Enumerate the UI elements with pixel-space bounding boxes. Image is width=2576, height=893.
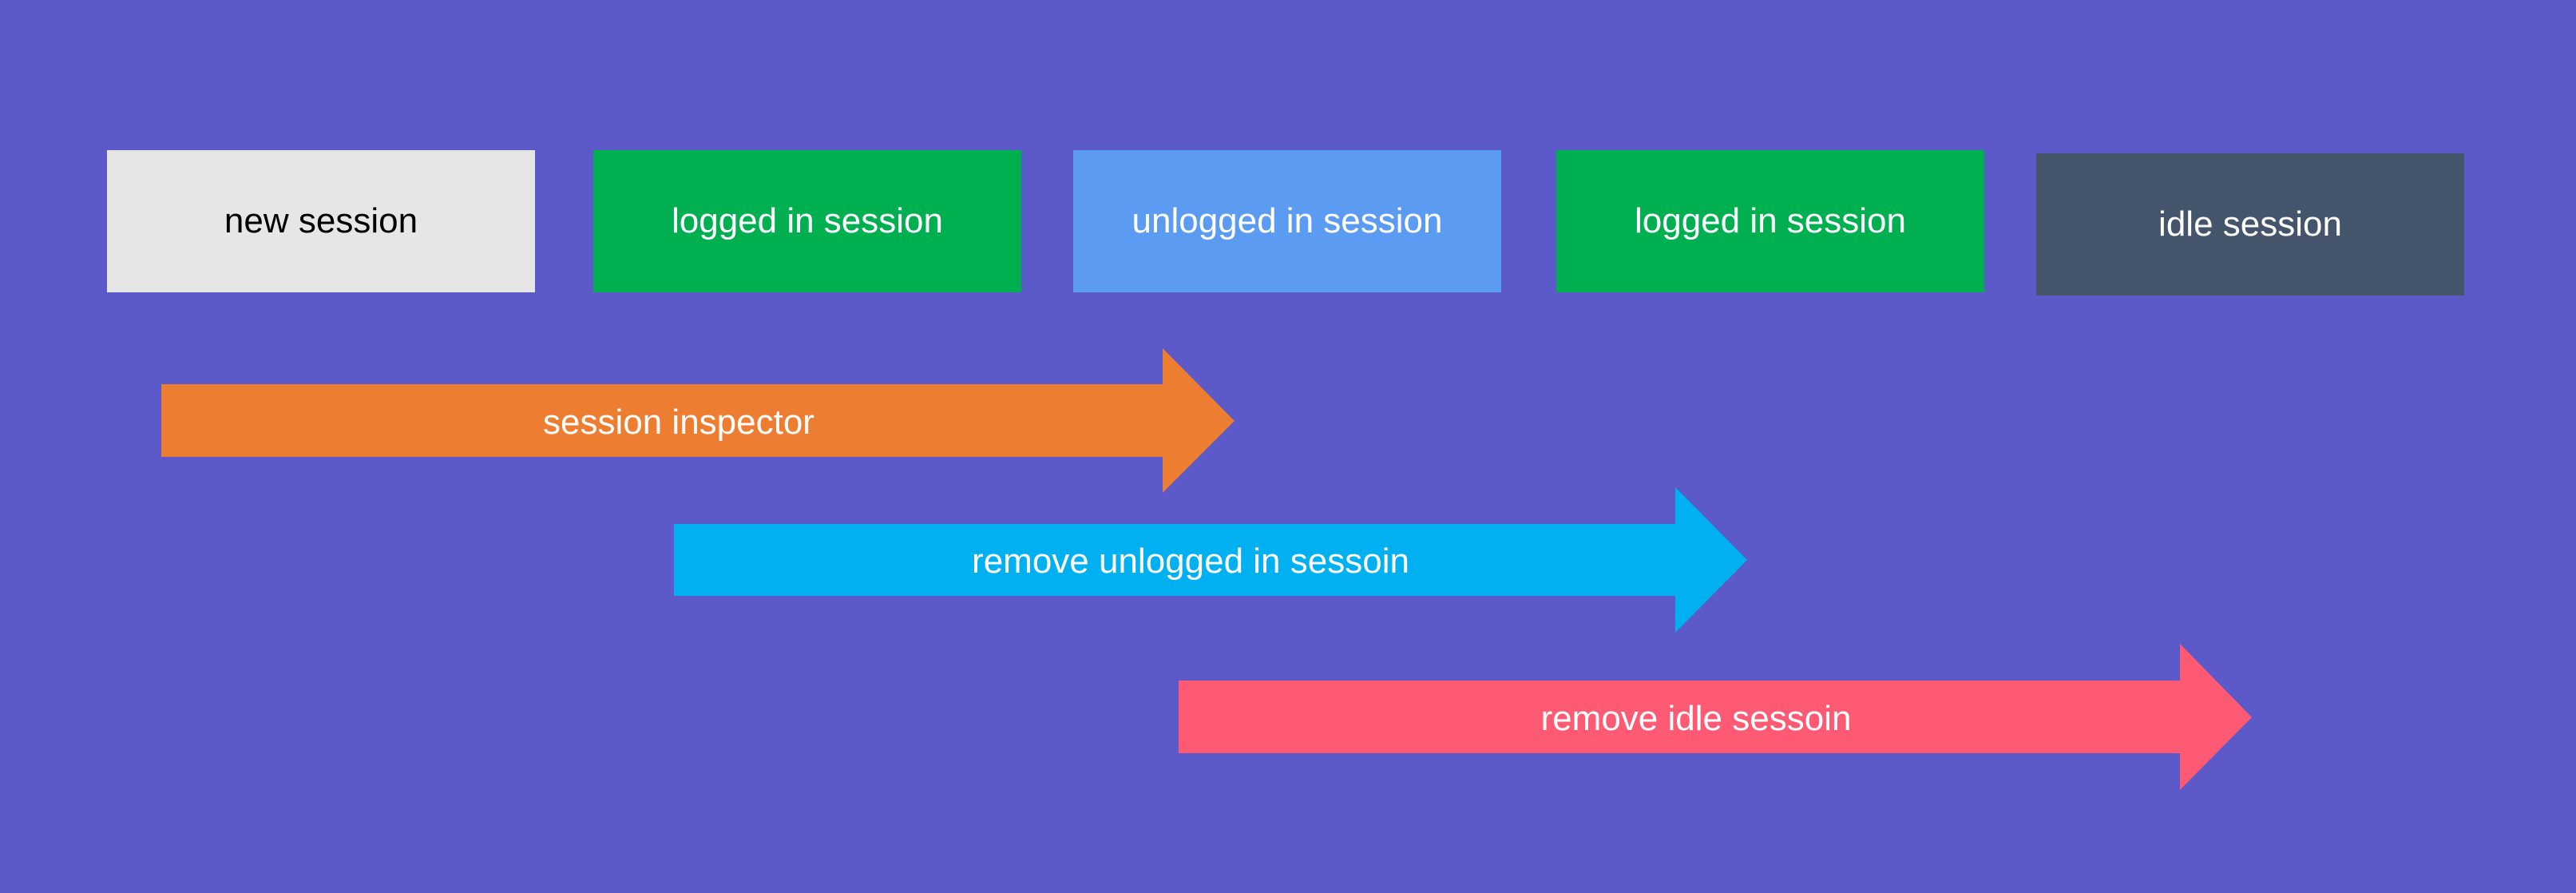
arrow-session-inspector: session inspector [161,348,1234,493]
session-box-label: logged in session [1634,201,1906,240]
session-box-unlogged-in: unlogged in session [1073,150,1501,292]
session-box-idle: idle session [2036,153,2464,296]
session-box-label: new session [224,201,418,240]
arrow-session-inspector-shape [161,348,1234,493]
arrow-label: remove unlogged in sessoin [972,542,1409,581]
session-box-logged-in-second: logged in session [1556,150,1984,292]
arrow-remove-idle-shape [1179,644,2252,790]
session-box-label: unlogged in session [1131,201,1443,240]
arrow-remove-unlogged-shape [674,487,1747,633]
arrow-remove-unlogged: remove unlogged in sessoin [674,487,1747,633]
arrow-label: session inspector [543,403,814,442]
session-box-logged-in: logged in session [593,150,1021,292]
session-box-new: new session [107,150,535,292]
session-box-label: logged in session [671,201,943,240]
arrow-label: remove idle sessoin [1541,699,1852,738]
session-box-label: idle session [2158,204,2342,244]
arrow-remove-idle: remove idle sessoin [1179,644,2252,790]
